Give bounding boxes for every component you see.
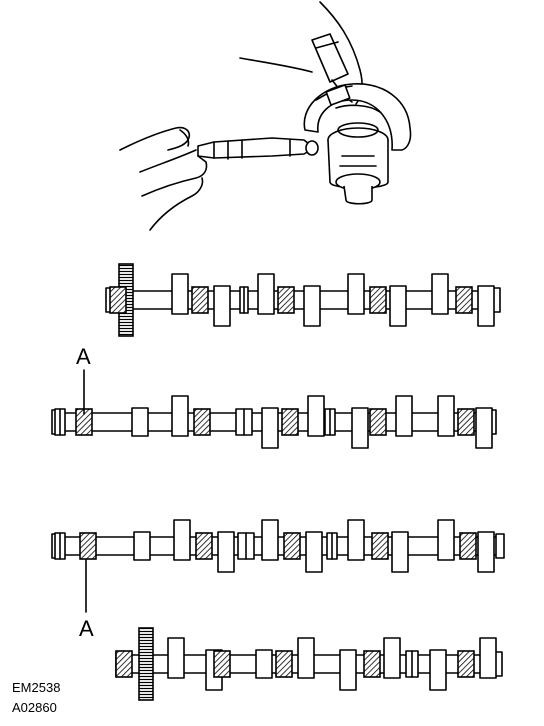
cam-lobe [307, 395, 325, 437]
journal [457, 408, 475, 436]
cam-lobe [477, 285, 495, 327]
cam-lobe [437, 519, 455, 561]
cam-lobe [477, 531, 495, 573]
callout-a-bottom-group: A [79, 559, 94, 641]
cam-lobe [171, 395, 189, 437]
journal [115, 650, 133, 678]
camshaft-journal [327, 122, 389, 205]
cam-lobe [347, 519, 365, 561]
cam-lobe [213, 285, 231, 327]
callout-a-top-group: A [76, 344, 91, 415]
journal [369, 286, 387, 314]
callout-a-top: A [76, 344, 91, 369]
cam-lobe [255, 649, 273, 679]
micrometer-illustration [119, 1, 412, 231]
journal [371, 532, 389, 560]
journal [191, 286, 209, 314]
micrometer-spindle [197, 137, 319, 160]
figure-code-1: EM2538 [12, 680, 60, 695]
cam-lobe [167, 637, 185, 679]
cam-lobe [257, 273, 275, 315]
journal [455, 286, 473, 314]
cam-lobe [437, 395, 455, 437]
journal [193, 408, 211, 436]
micrometer-frame [303, 83, 412, 151]
camshaft-3 [51, 519, 505, 573]
cam-lobe [347, 273, 365, 315]
cam-lobe [391, 531, 409, 573]
cam-lobe [305, 531, 323, 573]
camshaft-2 [51, 395, 497, 449]
cam-lobe [429, 649, 447, 691]
cam-lobe [261, 407, 279, 449]
journal [275, 650, 293, 678]
camshaft-sprocket [138, 627, 154, 701]
cam-lobe [297, 637, 315, 679]
journal [109, 286, 127, 314]
journal [213, 650, 231, 678]
journal [277, 286, 295, 314]
cam-lobe [261, 519, 279, 561]
journal [459, 532, 477, 560]
cam-lobe [351, 407, 369, 449]
cam-lobe [171, 273, 189, 315]
journal [363, 650, 381, 678]
cam-lobe [475, 407, 493, 449]
cam-lobe [431, 273, 449, 315]
cam-lobe [131, 407, 149, 437]
cam-lobe [383, 637, 401, 679]
journal [283, 532, 301, 560]
cam-lobe [133, 531, 151, 561]
cam-lobe [389, 285, 407, 327]
cam-lobe [303, 285, 321, 327]
journal [79, 532, 97, 560]
lower-hand [119, 126, 208, 231]
callout-a-bottom: A [79, 616, 94, 641]
cam-lobe [217, 531, 235, 573]
camshaft-1 [105, 263, 501, 337]
journal [195, 532, 213, 560]
cam-lobe [395, 395, 413, 437]
figure-code-2: A02860 [12, 700, 57, 715]
cam-lobe [339, 649, 357, 691]
camshaft-4 [115, 627, 503, 701]
journal [369, 408, 387, 436]
journal [457, 650, 475, 678]
shaft-end-right [495, 533, 505, 559]
cam-lobe [173, 519, 191, 561]
camshaft-group [51, 263, 505, 701]
journal [281, 408, 299, 436]
cam-lobe [479, 637, 497, 679]
